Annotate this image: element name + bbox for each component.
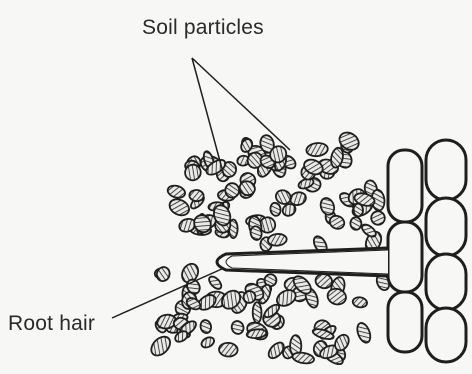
- label-soil-particles: Soil particles: [142, 16, 264, 40]
- epidermis-cell: [388, 292, 422, 352]
- soil-particle: [148, 333, 174, 359]
- cortex-cell: [426, 254, 466, 310]
- soil-particle: [292, 351, 315, 365]
- soil-particle: [267, 233, 287, 247]
- soil-particle: [199, 319, 212, 334]
- epidermis-cell: [388, 222, 422, 292]
- soil-particle: [369, 209, 387, 227]
- cortex-cell: [426, 198, 466, 256]
- soil-particle: [189, 189, 204, 202]
- soil-particle: [266, 340, 287, 361]
- cortex-cell: [426, 308, 466, 362]
- soil-particle: [253, 302, 262, 323]
- root-hair: [217, 248, 388, 276]
- soil-particle: [352, 296, 368, 308]
- soil-particle: [269, 202, 281, 217]
- soil-particle: [355, 321, 373, 344]
- soil-particle: [166, 184, 186, 200]
- soil-particle: [225, 183, 239, 198]
- cortex-cell: [426, 140, 466, 200]
- epidermis-cell: [388, 150, 422, 222]
- soil-particle: [230, 319, 246, 335]
- soil-particle: [155, 265, 172, 283]
- soil-particle: [167, 196, 192, 218]
- soil-particle: [207, 274, 224, 291]
- label-root-hair: Root hair: [8, 312, 95, 336]
- leader-line-soil-2: [192, 58, 290, 150]
- soil-particle: [219, 342, 238, 357]
- soil-particle: [306, 142, 329, 157]
- soil-particle: [200, 335, 216, 349]
- soil-particle: [350, 217, 362, 231]
- root-cells: [388, 140, 466, 362]
